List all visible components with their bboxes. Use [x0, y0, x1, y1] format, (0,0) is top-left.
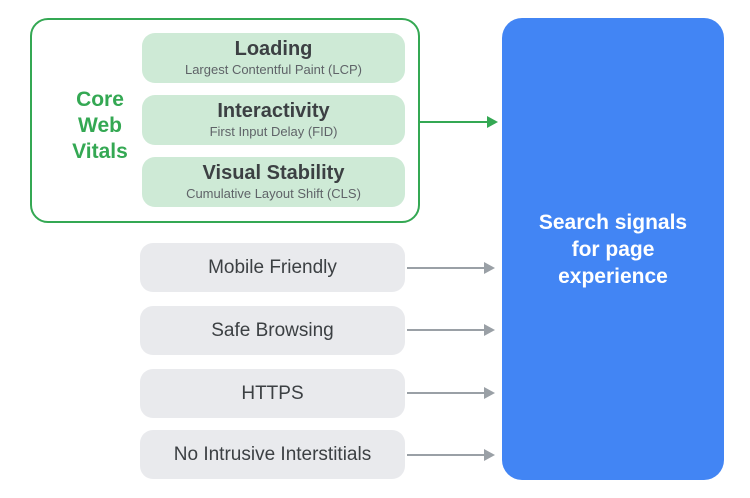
core-web-vitals-label-line: Web [78, 114, 122, 137]
arrow-shaft [407, 329, 485, 331]
vital-title: Loading [234, 38, 313, 60]
arrow-shaft [420, 121, 488, 123]
core-web-vitals-label-line: Core [76, 88, 124, 111]
signal-box-safe-browsing: Safe Browsing [140, 306, 405, 355]
vital-box-visual-stability: Visual Stability Cumulative Layout Shift… [142, 157, 405, 207]
arrow-shaft [407, 392, 485, 394]
arrow-right-icon [484, 324, 495, 336]
signal-box-mobile-friendly: Mobile Friendly [140, 243, 405, 292]
vital-title: Visual Stability [202, 162, 345, 184]
search-signals-line: Search signals [538, 210, 688, 234]
vital-box-loading: Loading Largest Contentful Paint (LCP) [142, 33, 405, 83]
signal-label: Mobile Friendly [208, 256, 337, 278]
core-web-vitals-label: Core Web Vitals [48, 87, 152, 165]
arrow-right-icon [484, 449, 495, 461]
signal-arrow-https [407, 387, 495, 399]
search-signals-box: Search signals for page experience [502, 18, 724, 480]
arrow-shaft [407, 267, 485, 269]
search-signals-line: for page [571, 237, 655, 261]
vital-box-interactivity: Interactivity First Input Delay (FID) [142, 95, 405, 145]
signal-box-no-intrusive-interstitials: No Intrusive Interstitials [140, 430, 405, 479]
signal-arrow-mobile-friendly [407, 262, 495, 274]
core-web-vitals-label-line: Vitals [72, 140, 128, 163]
signal-label: Safe Browsing [211, 319, 334, 341]
vital-subtitle: First Input Delay (FID) [209, 124, 338, 139]
search-signals-line: experience [558, 264, 668, 288]
signal-arrow-no-intrusive-interstitials [407, 449, 495, 461]
vital-subtitle: Largest Contentful Paint (LCP) [184, 62, 363, 77]
signal-arrow-safe-browsing [407, 324, 495, 336]
signal-box-https: HTTPS [140, 369, 405, 418]
signal-label: HTTPS [241, 382, 304, 404]
vital-title: Interactivity [217, 100, 330, 122]
arrow-right-icon [487, 116, 498, 128]
arrow-right-icon [484, 262, 495, 274]
arrow-shaft [407, 454, 485, 456]
arrow-right-icon [484, 387, 495, 399]
vital-subtitle: Cumulative Layout Shift (CLS) [186, 186, 361, 201]
core-web-vitals-arrow [420, 116, 498, 128]
signal-label: No Intrusive Interstitials [173, 443, 372, 465]
